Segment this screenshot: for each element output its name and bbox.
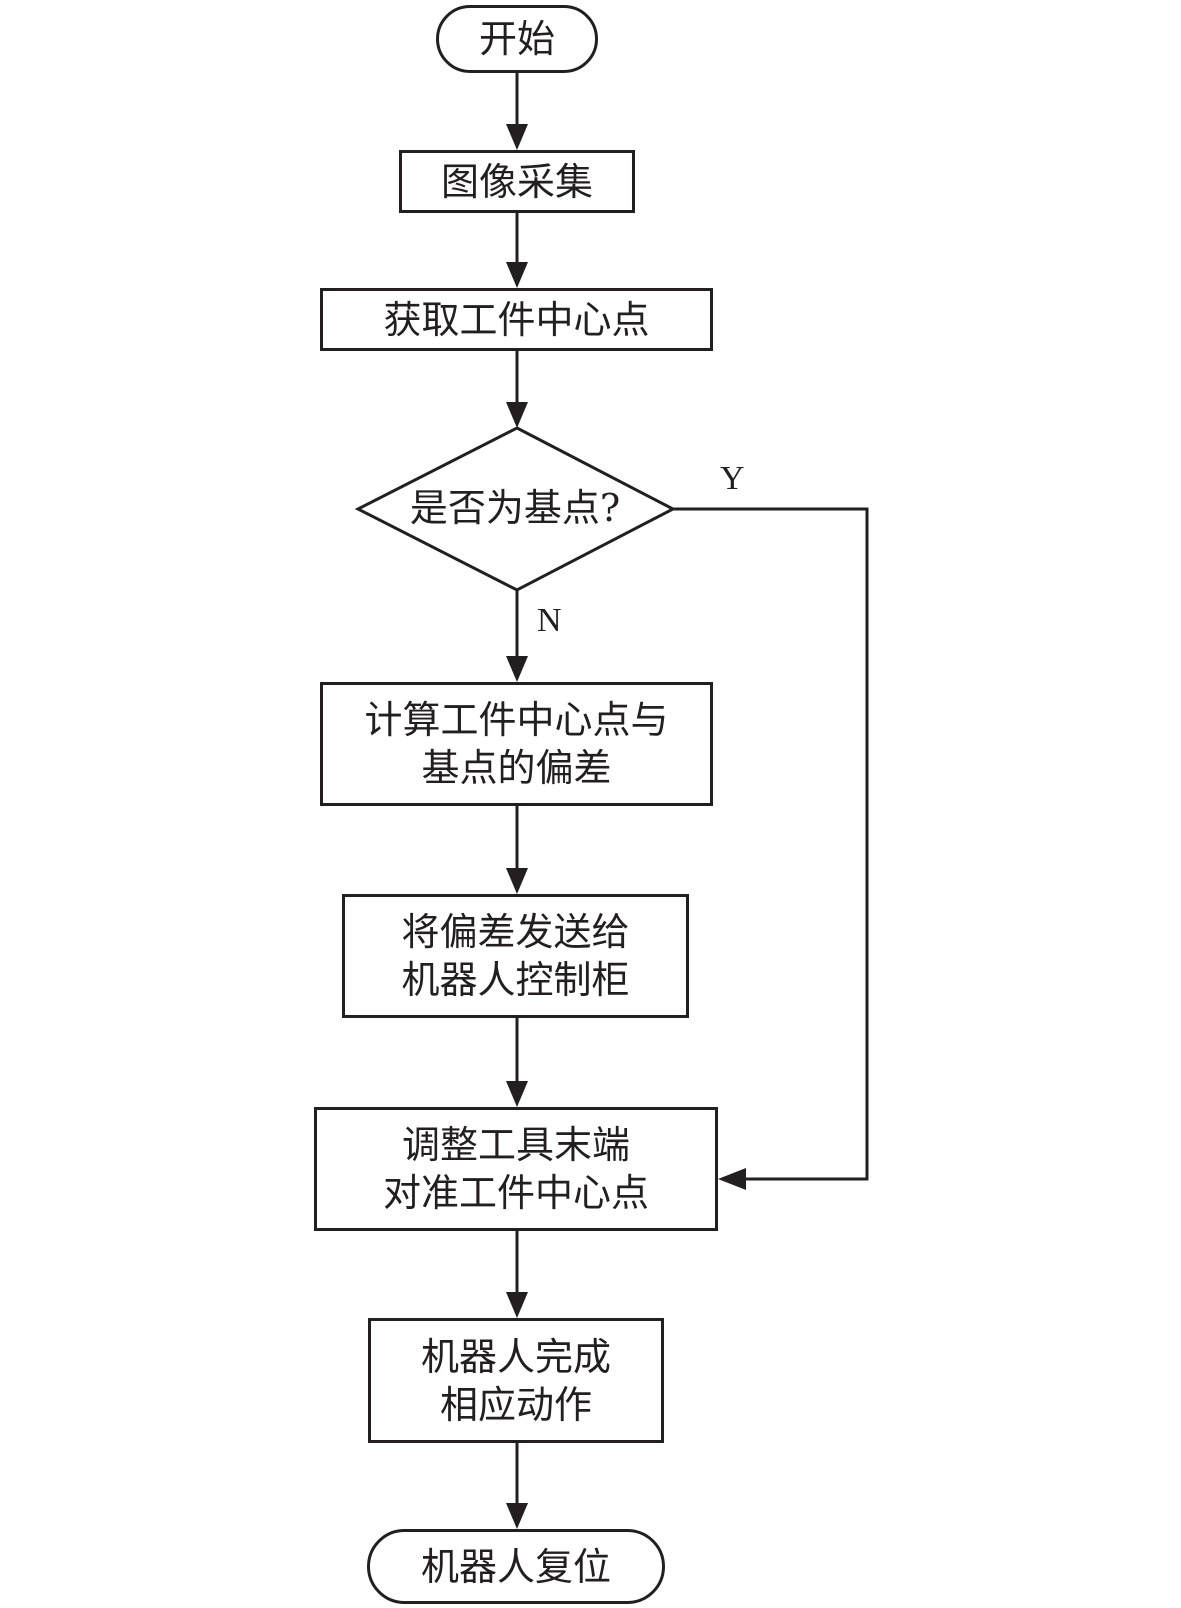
calc-offset-line-1: 计算工件中心点与	[364, 698, 669, 742]
send-offset-node: 将偏差发送给 机器人控制柜	[342, 894, 689, 1018]
start-node: 开始	[436, 5, 598, 73]
adjust-tool-node: 调整工具末端 对准工件中心点	[314, 1107, 718, 1231]
calc-offset-line-2: 基点的偏差	[421, 746, 612, 790]
adjust-tool-line-2: 对准工件中心点	[382, 1171, 649, 1215]
adjust-tool-line-1: 调整工具末端	[401, 1123, 630, 1167]
start-label: 开始	[478, 17, 555, 61]
image-capture-label: 图像采集	[440, 159, 593, 204]
edge-decision-adjust-y	[673, 507, 869, 1181]
arrowhead	[506, 656, 528, 682]
arrowhead	[506, 262, 528, 288]
arrowhead	[506, 1081, 528, 1107]
get-center-node: 获取工件中心点	[320, 288, 713, 351]
decision-label: 是否为基点?	[409, 486, 621, 530]
arrowhead	[506, 402, 528, 428]
robot-action-line-1: 机器人完成	[420, 1334, 611, 1379]
arrowhead	[506, 124, 528, 150]
get-center-label: 获取工件中心点	[383, 297, 650, 342]
arrowhead	[506, 1292, 528, 1318]
calc-offset-node: 计算工件中心点与 基点的偏差	[320, 682, 713, 806]
arrowhead	[506, 1503, 528, 1529]
branch-label-no: N	[537, 602, 562, 639]
robot-reset-label: 机器人复位	[420, 1544, 611, 1589]
robot-action-node: 机器人完成 相应动作	[368, 1318, 664, 1443]
robot-action-line-2: 相应动作	[439, 1382, 592, 1427]
branch-label-yes: Y	[720, 460, 745, 497]
robot-reset-node: 机器人复位	[367, 1529, 665, 1604]
arrowhead	[718, 1168, 746, 1190]
arrowhead	[506, 868, 528, 894]
image-capture-node: 图像采集	[399, 150, 635, 213]
send-offset-line-1: 将偏差发送给	[401, 910, 630, 954]
send-offset-line-2: 机器人控制柜	[401, 958, 630, 1002]
